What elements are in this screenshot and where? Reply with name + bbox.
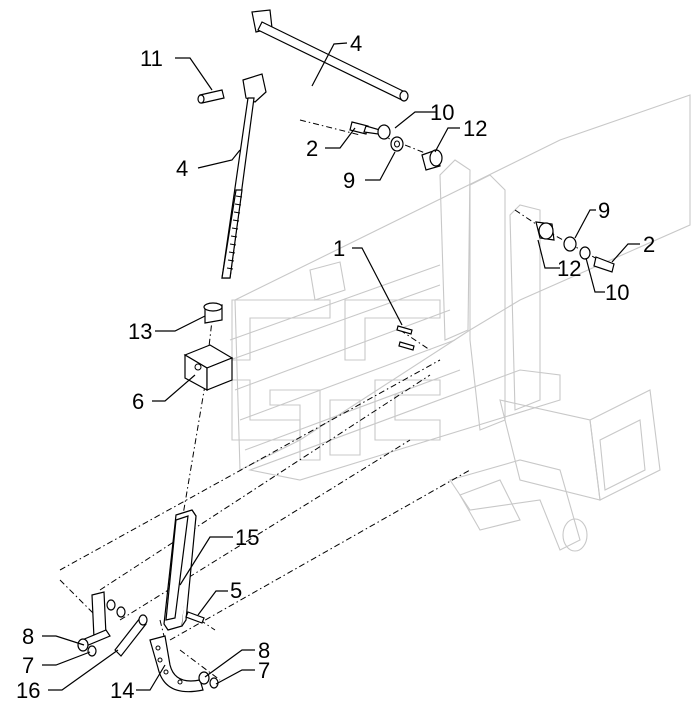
callout-16: 16 [16, 678, 40, 703]
part-13-spacer [203, 302, 223, 324]
part-5-rod [251, 9, 409, 102]
part-16-bracket-pin [81, 591, 148, 657]
part-11-pin [197, 89, 225, 104]
callout-7-right: 7 [258, 658, 270, 683]
callout-2-right: 2 [643, 232, 655, 257]
part-1-bolts [396, 325, 415, 351]
callout-1: 1 [333, 236, 345, 261]
hardware-group-left [349, 121, 443, 171]
callout-8-right: 8 [258, 638, 270, 663]
background-frame [229, 94, 691, 552]
callout-9-right: 9 [598, 198, 610, 223]
callout-14: 14 [110, 678, 134, 703]
leader-lines [42, 42, 640, 691]
callout-10-left: 10 [430, 100, 454, 125]
callout-12-top: 12 [463, 116, 487, 141]
callout-5: 4 [350, 31, 362, 56]
callout-labels: 4 11 4 2 10 12 9 1 9 2 12 10 13 6 15 5 8… [16, 31, 655, 703]
callout-13: 13 [128, 319, 152, 344]
callout-11: 11 [140, 46, 163, 71]
callout-9-left: 9 [343, 168, 355, 193]
part-15-bracket [163, 509, 197, 631]
callout-3: 5 [230, 578, 242, 603]
part-6-block [183, 344, 234, 392]
callout-4: 4 [176, 156, 188, 181]
part-14-curved-bracket [149, 635, 204, 693]
assembly-lines [59, 27, 609, 681]
callout-2-left: 2 [306, 136, 318, 161]
hardware-group-right [535, 221, 615, 273]
part-4-threaded-rod [221, 73, 267, 279]
washers-nuts [77, 599, 219, 689]
callout-8-left: 8 [22, 624, 34, 649]
callout-12-right: 12 [557, 256, 581, 281]
callout-6: 6 [132, 389, 144, 414]
callout-7-left: 7 [22, 653, 34, 678]
callout-15: 15 [235, 525, 259, 550]
callout-10-right: 10 [605, 280, 629, 305]
part-3-bolt [185, 611, 205, 624]
